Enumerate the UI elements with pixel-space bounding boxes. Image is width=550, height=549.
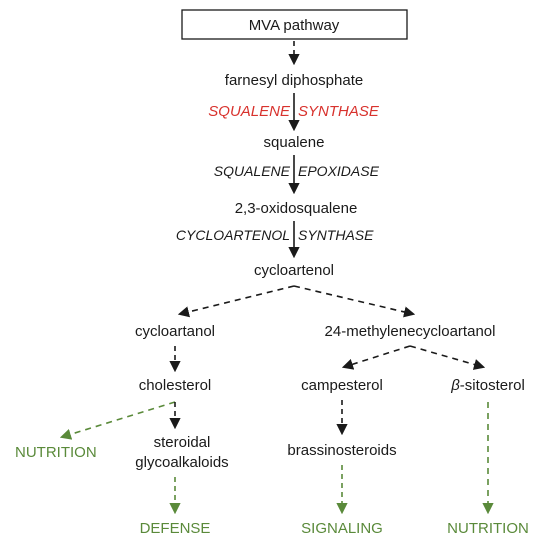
squalene-epoxidase-label-left: SQUALENE [214, 163, 291, 179]
sitosterol-beta: β [450, 377, 460, 394]
nutrition-right-outcome: NUTRITION [447, 520, 529, 537]
sitosterol-name: -sitosterol [460, 377, 525, 394]
arrow-methylenecycloartanol-to-sitosterol [409, 345, 486, 370]
campesterol-node: campesterol [301, 377, 383, 394]
squalene-synthase-label-left: SQUALENE [208, 103, 291, 120]
mva-pathway-label: MVA pathway [249, 17, 340, 34]
cycloartenol-synthase-label-left: CYCLOARTENOL [176, 227, 290, 243]
farnesyl-diphosphate-node: farnesyl diphosphate [225, 72, 363, 89]
signaling-outcome: SIGNALING [301, 520, 383, 537]
steroidal-glycoalkaloids-line1: steroidal [154, 434, 211, 451]
squalene-node: squalene [264, 134, 325, 151]
cycloartenol-node: cycloartenol [254, 262, 334, 279]
nutrition-left-outcome: NUTRITION [15, 444, 97, 461]
sitosterol-node: β-sitosterol [450, 377, 525, 394]
brassinosteroids-node: brassinosteroids [287, 442, 396, 459]
squalene-synthase-label-right: SYNTHASE [298, 103, 380, 120]
cholesterol-node: cholesterol [139, 377, 212, 394]
steroidal-glycoalkaloids-line2: glycoalkaloids [135, 454, 228, 471]
methylenecycloartanol-node: 24-methylenecycloartanol [325, 323, 496, 340]
mva-pathway-box [181, 9, 408, 40]
arrow-cycloartenol-to-cycloartanol [177, 285, 295, 318]
cycloartenol-synthase-label-right: SYNTHASE [298, 227, 374, 243]
defense-outcome: DEFENSE [140, 520, 211, 537]
arrow-methylenecycloartanol-to-campesterol [341, 345, 411, 370]
oxidosqualene-node: 2,3-oxidosqualene [235, 200, 358, 217]
arrow-cholesterol-to-nutrition [59, 401, 176, 440]
arrow-cycloartenol-to-methylenecycloartanol [293, 285, 416, 318]
cycloartanol-node: cycloartanol [135, 323, 215, 340]
squalene-epoxidase-label-right: EPOXIDASE [298, 163, 380, 179]
